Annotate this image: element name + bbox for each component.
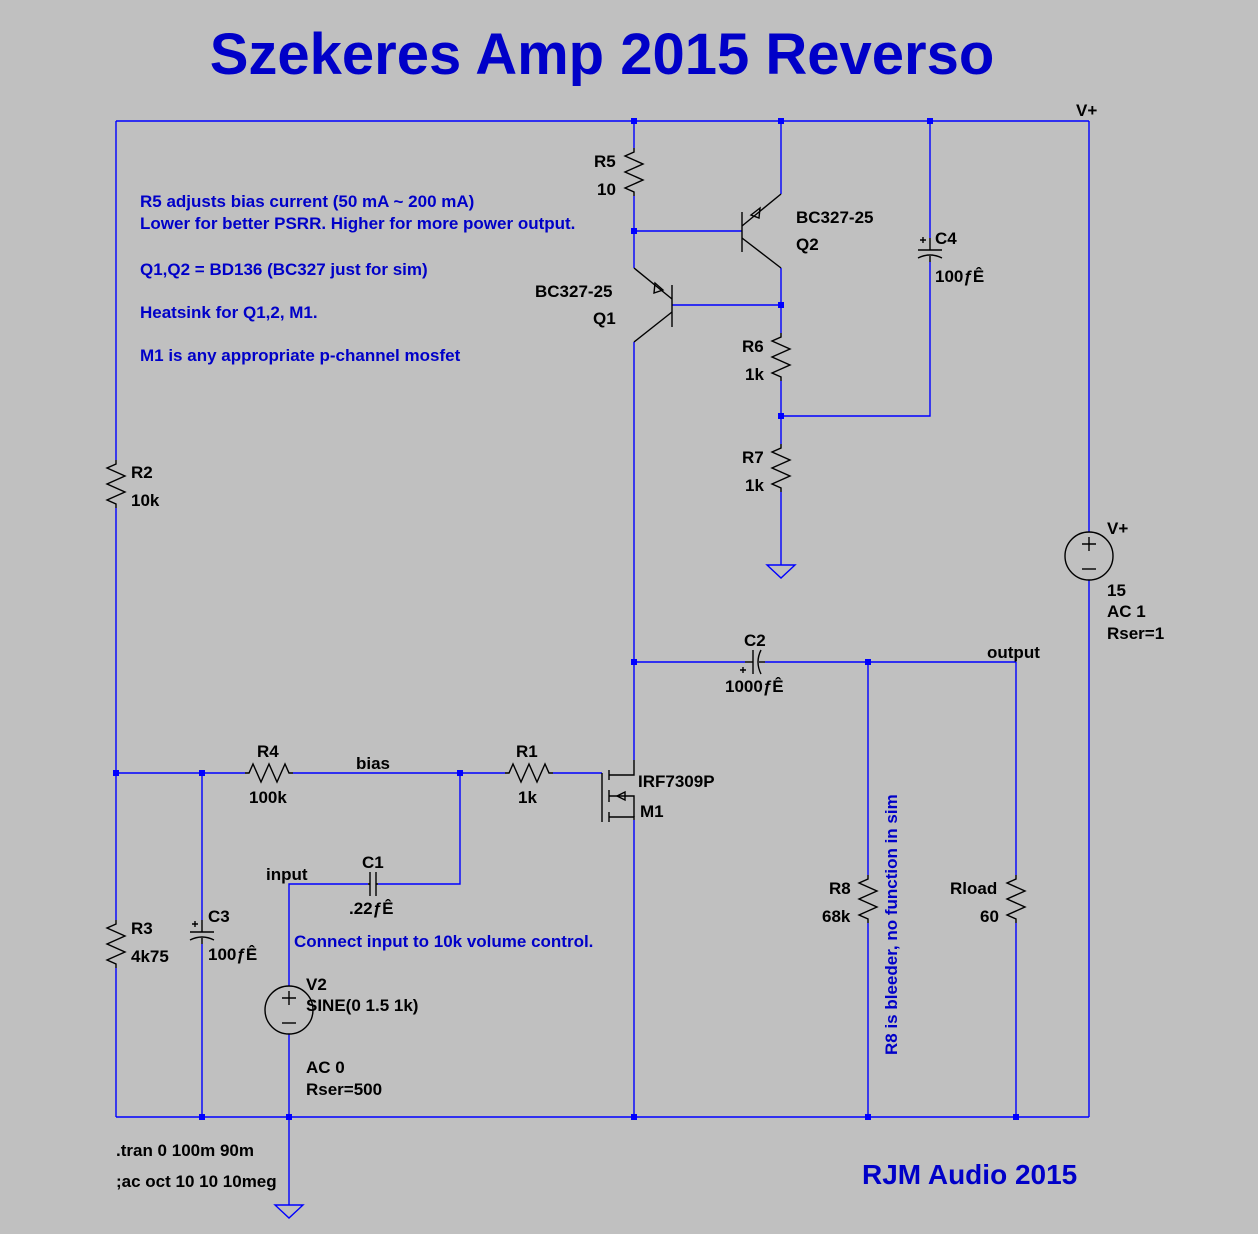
vplus-ac: AC 1 <box>1107 602 1146 621</box>
c2-value: 1000ƒÊ <box>725 677 784 696</box>
rload-value: 60 <box>980 907 999 926</box>
r5-name: R5 <box>594 152 616 171</box>
capacitor-c1[interactable] <box>368 872 378 896</box>
comment-transistors: Q1,Q2 = BD136 (BC327 just for sim) <box>140 260 428 279</box>
rload-name: Rload <box>950 879 997 898</box>
voltage-source-vplus[interactable] <box>1064 531 1114 581</box>
comment-bleeder: R8 is bleeder, no function in sim <box>882 794 901 1055</box>
resistor-r1[interactable] <box>505 762 553 784</box>
v2-name: V2 <box>306 975 327 994</box>
r5-value: 10 <box>597 180 616 199</box>
ground-symbol-top <box>765 564 797 579</box>
vplus-value: 15 <box>1107 581 1126 600</box>
comment-bias-1: R5 adjusts bias current (50 mA ~ 200 mA) <box>140 192 474 211</box>
r7-name: R7 <box>742 448 764 467</box>
voltage-source-v2[interactable] <box>264 985 314 1035</box>
comment-heatsink: Heatsink for Q1,2, M1. <box>140 303 318 322</box>
net-label-bias: bias <box>356 754 390 773</box>
q2-model: BC327-25 <box>796 208 874 227</box>
net-label-output: output <box>987 643 1040 662</box>
capacitor-c2[interactable] <box>740 649 765 675</box>
m1-name: M1 <box>640 802 664 821</box>
transistor-q2[interactable] <box>741 193 782 269</box>
r7-value: 1k <box>745 476 764 495</box>
resistor-r8[interactable] <box>857 875 879 923</box>
c3-name: C3 <box>208 907 230 926</box>
v2-value: SINE(0 1.5 1k) <box>306 996 418 1015</box>
comment-input: Connect input to 10k volume control. <box>294 932 593 951</box>
mosfet-m1[interactable] <box>601 760 635 822</box>
r6-value: 1k <box>745 365 764 384</box>
comment-bias-2: Lower for better PSRR. Higher for more p… <box>140 214 575 233</box>
r8-value: 68k <box>822 907 851 926</box>
q1-name: Q1 <box>593 309 616 328</box>
transistor-q1[interactable] <box>633 267 673 343</box>
r8-name: R8 <box>829 879 851 898</box>
comment-mosfet: M1 is any appropriate p-channel mosfet <box>140 346 461 365</box>
resistor-r3[interactable] <box>105 920 127 968</box>
c1-name: C1 <box>362 853 384 872</box>
resistor-r4[interactable] <box>245 762 293 784</box>
c1-value: .22ƒÊ <box>349 899 393 918</box>
capacitor-c3[interactable] <box>189 920 215 944</box>
q2-name: Q2 <box>796 235 819 254</box>
directive-tran: .tran 0 100m 90m <box>116 1141 254 1160</box>
r1-value: 1k <box>518 788 537 807</box>
schematic-title: Szekeres Amp 2015 Reverso <box>210 22 995 87</box>
r1-name: R1 <box>516 742 538 761</box>
r4-value: 100k <box>249 788 287 807</box>
r3-value: 4k75 <box>131 947 169 966</box>
resistor-rload[interactable] <box>1005 875 1027 923</box>
directive-ac: ;ac oct 10 10 10meg <box>116 1172 277 1191</box>
junction-dots <box>113 118 1019 1120</box>
resistor-r6[interactable] <box>770 333 792 381</box>
resistor-r5[interactable] <box>623 148 645 196</box>
capacitor-c4[interactable] <box>917 237 943 262</box>
wires <box>115 120 1090 1205</box>
r3-name: R3 <box>131 919 153 938</box>
r2-name: R2 <box>131 463 153 482</box>
q1-model: BC327-25 <box>535 282 613 301</box>
net-label-vplus: V+ <box>1076 101 1097 120</box>
r2-value: 10k <box>131 491 160 510</box>
resistor-r2[interactable] <box>105 460 127 508</box>
m1-model: IRF7309P <box>638 772 715 791</box>
v2-ac: AC 0 <box>306 1058 345 1077</box>
r4-name: R4 <box>257 742 279 761</box>
c4-name: C4 <box>935 229 957 248</box>
r6-name: R6 <box>742 337 764 356</box>
net-label-input: input <box>266 865 308 884</box>
resistor-r7[interactable] <box>770 444 792 492</box>
v2-rser: Rser=500 <box>306 1080 382 1099</box>
c3-value: 100ƒÊ <box>208 945 257 964</box>
c4-value: 100ƒÊ <box>935 267 984 286</box>
vplus-name: V+ <box>1107 519 1128 538</box>
vplus-rser: Rser=1 <box>1107 624 1164 643</box>
ground-symbol-bottom <box>273 1204 305 1219</box>
credit-text: RJM Audio 2015 <box>862 1159 1077 1190</box>
c2-name: C2 <box>744 631 766 650</box>
